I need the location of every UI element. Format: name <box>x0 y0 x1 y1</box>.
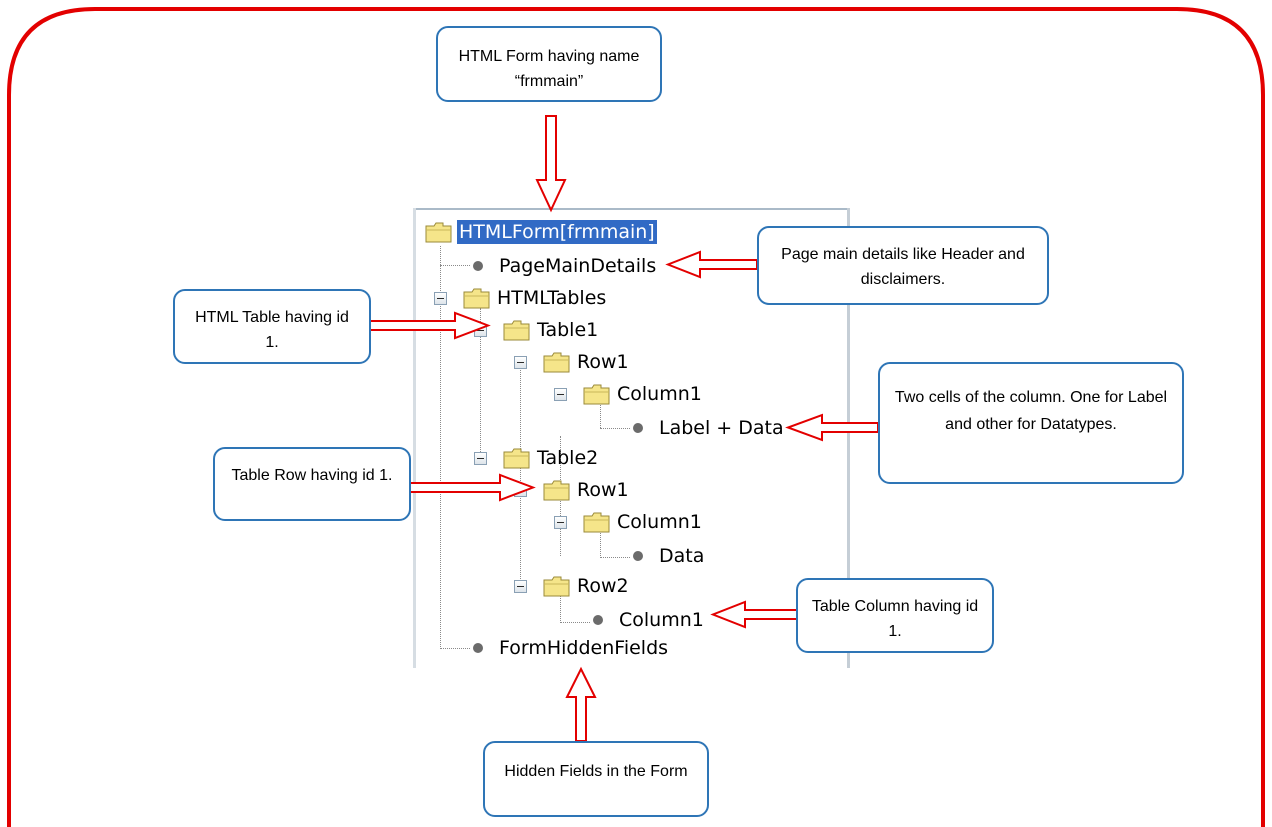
leaf-node-icon <box>473 261 483 271</box>
folder-icon <box>543 479 571 501</box>
tree-node-table1-row1[interactable]: Row1 <box>543 347 631 377</box>
node-label: Column1 <box>619 609 704 631</box>
leaf-node-icon <box>593 615 603 625</box>
arrow-left <box>665 250 758 279</box>
callout-table-column: Table Column having id 1. <box>796 578 994 653</box>
arrow-right <box>369 311 491 340</box>
node-label: Column1 <box>617 383 702 405</box>
callout-two-cells: Two cells of the column. One for Label a… <box>878 362 1184 484</box>
node-label: Table1 <box>537 319 599 341</box>
node-label: Data <box>659 545 705 567</box>
tree-node-table2-row2-column1[interactable]: Column1 <box>589 605 706 635</box>
leaf-node-icon <box>633 423 643 433</box>
callout-table-row: Table Row having id 1. <box>213 447 411 521</box>
arrow-up <box>565 666 597 742</box>
arrow-right <box>409 473 536 502</box>
collapse-icon[interactable] <box>554 516 567 529</box>
tree-node-table2-row1[interactable]: Row1 <box>543 475 631 505</box>
tree-node-table2-row1-column1[interactable]: Column1 <box>583 507 704 537</box>
tree-node-form-hidden-fields[interactable]: FormHiddenFields <box>469 633 670 663</box>
folder-icon <box>543 575 571 597</box>
collapse-icon[interactable] <box>514 356 527 369</box>
arrow-down <box>535 115 567 213</box>
folder-icon <box>583 511 611 533</box>
collapse-icon[interactable] <box>514 580 527 593</box>
tree-node-table2[interactable]: Table2 <box>503 443 600 473</box>
node-label: PageMainDetails <box>499 255 657 277</box>
tree-node-label-data[interactable]: Label + Data <box>629 413 786 443</box>
node-label: HTMLForm[frmmain] <box>457 220 657 244</box>
callout-html-table: HTML Table having id 1. <box>173 289 371 364</box>
node-label: Label + Data <box>659 417 784 439</box>
callout-hidden-fields: Hidden Fields in the Form <box>483 741 709 817</box>
folder-icon <box>463 287 491 309</box>
arrow-left <box>785 413 879 442</box>
tree-node-table2-row2[interactable]: Row2 <box>543 571 631 601</box>
collapse-icon[interactable] <box>434 292 447 305</box>
node-label: FormHiddenFields <box>499 637 669 659</box>
arrow-left <box>710 600 798 629</box>
collapse-icon[interactable] <box>554 388 567 401</box>
callout-page-main-details: Page main details like Header and discla… <box>757 226 1049 305</box>
tree-node-table1[interactable]: Table1 <box>503 315 600 345</box>
tree-node-root[interactable]: HTMLForm[frmmain] <box>425 217 657 247</box>
folder-icon <box>425 221 453 243</box>
folder-icon <box>503 319 531 341</box>
callout-html-form: HTML Form having name “frmmain” <box>436 26 662 102</box>
tree-node-table1-row1-column1[interactable]: Column1 <box>583 379 704 409</box>
collapse-icon[interactable] <box>474 452 487 465</box>
leaf-node-icon <box>633 551 643 561</box>
node-label: Row1 <box>577 351 629 373</box>
node-label: Row2 <box>577 575 629 597</box>
leaf-node-icon <box>473 643 483 653</box>
folder-icon <box>503 447 531 469</box>
node-label: Row1 <box>577 479 629 501</box>
tree-node-html-tables[interactable]: HTMLTables <box>463 283 608 313</box>
tree-node-page-main-details[interactable]: PageMainDetails <box>469 251 658 281</box>
folder-icon <box>543 351 571 373</box>
node-label: Column1 <box>617 511 702 533</box>
tree-node-data[interactable]: Data <box>629 541 706 571</box>
folder-icon <box>583 383 611 405</box>
node-label: Table2 <box>537 447 599 469</box>
node-label: HTMLTables <box>497 287 607 309</box>
